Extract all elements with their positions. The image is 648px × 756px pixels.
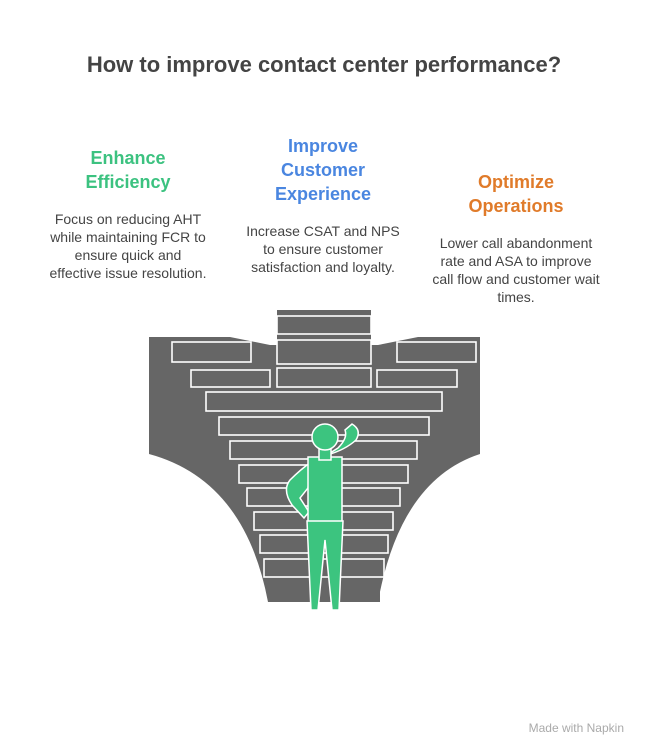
column-experience: Improve Customer Experience Increase CSA…	[240, 134, 406, 276]
column-description: Focus on reducing AHT while maintaining …	[49, 211, 207, 281]
column-heading: Optimize Operations	[468, 172, 564, 216]
column-efficiency: Enhance Efficiency Focus on reducing AHT…	[48, 146, 208, 282]
person-figure	[285, 423, 359, 611]
column-description: Lower call abandonment rate and ASA to i…	[432, 235, 600, 305]
page-title: How to improve contact center performanc…	[86, 52, 562, 77]
napkin-credit[interactable]: Made with Napkin	[528, 721, 624, 735]
column-heading: Enhance Efficiency	[85, 148, 171, 192]
column-heading: Improve Customer Experience	[274, 136, 372, 204]
column-operations: Optimize Operations Lower call abandonme…	[430, 170, 602, 306]
column-description: Increase CSAT and NPS to ensure customer…	[246, 223, 400, 275]
